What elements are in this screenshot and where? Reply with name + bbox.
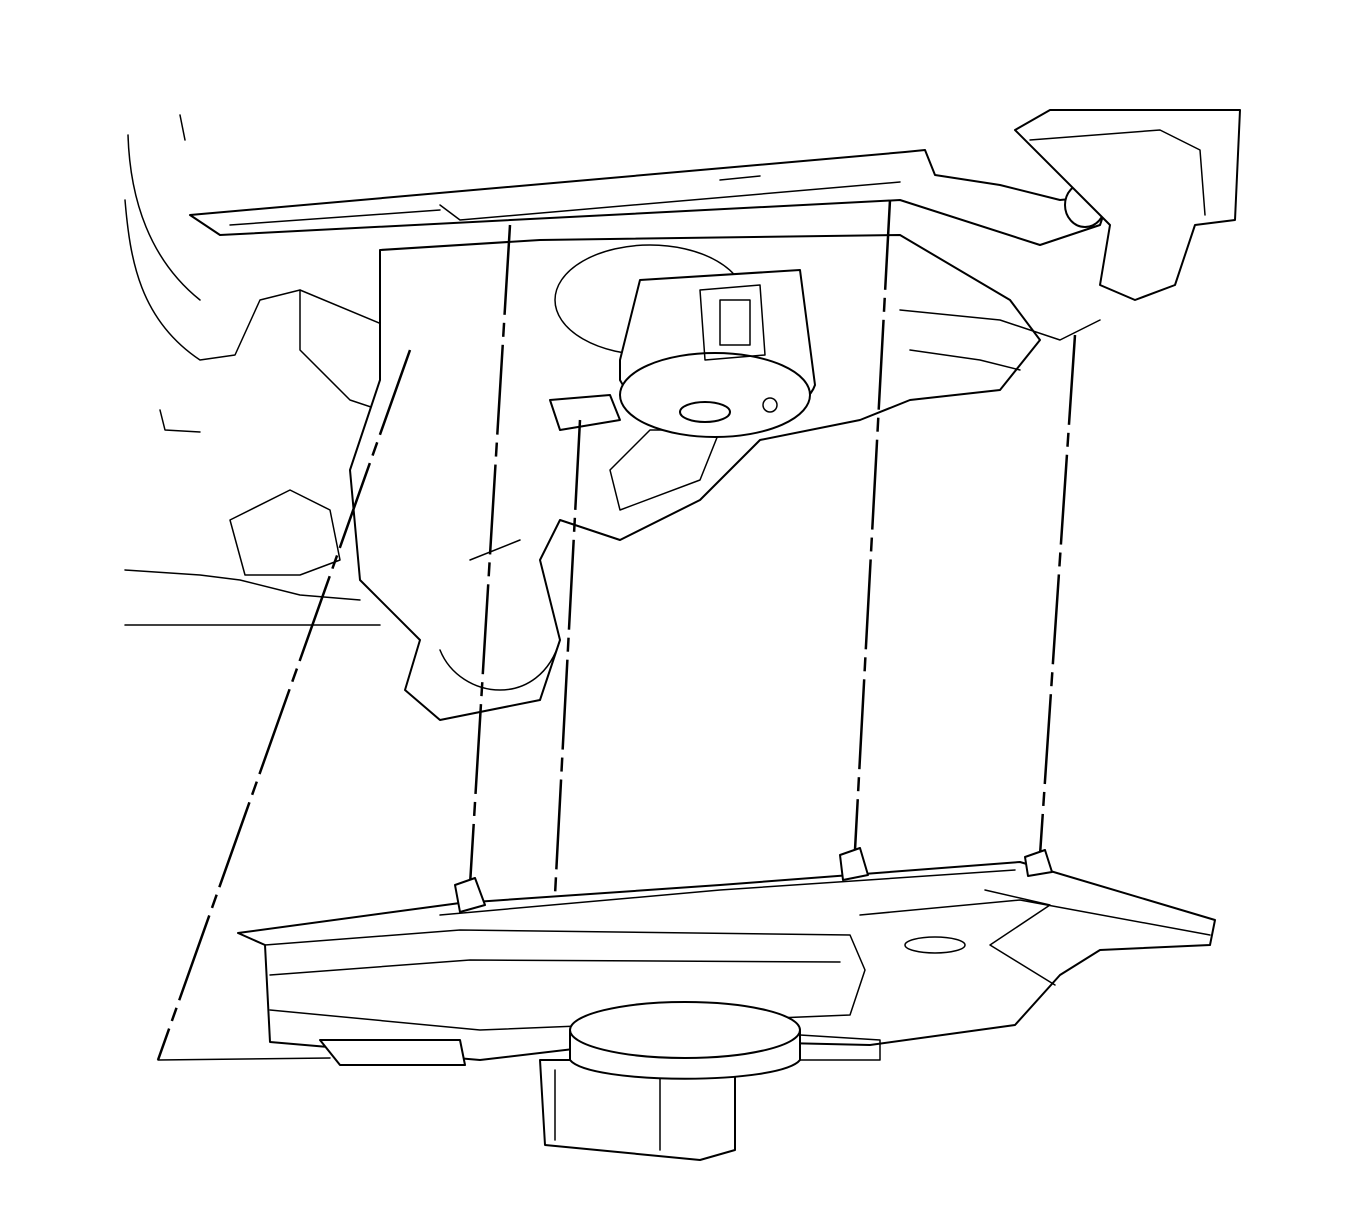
upper-bracket bbox=[189, 109, 1241, 301]
mount-tab bbox=[549, 394, 621, 431]
blower-motor bbox=[554, 244, 816, 438]
alignment-line-5 bbox=[1038, 334, 1077, 856]
alignment-line-1 bbox=[156, 349, 412, 1061]
alignment-line-2 bbox=[468, 224, 512, 886]
alignment-line-4 bbox=[853, 199, 892, 851]
clip-3 bbox=[1024, 849, 1053, 877]
clip-2 bbox=[839, 847, 869, 881]
clips bbox=[454, 847, 1053, 913]
left-structure bbox=[124, 114, 431, 626]
blower-housing bbox=[349, 234, 1101, 721]
alignment-lines bbox=[156, 199, 1077, 1061]
alignment-line-base bbox=[157, 1057, 331, 1061]
clip-1 bbox=[454, 877, 486, 913]
alignment-line-3 bbox=[553, 419, 582, 896]
lower-actuator bbox=[319, 1001, 881, 1161]
